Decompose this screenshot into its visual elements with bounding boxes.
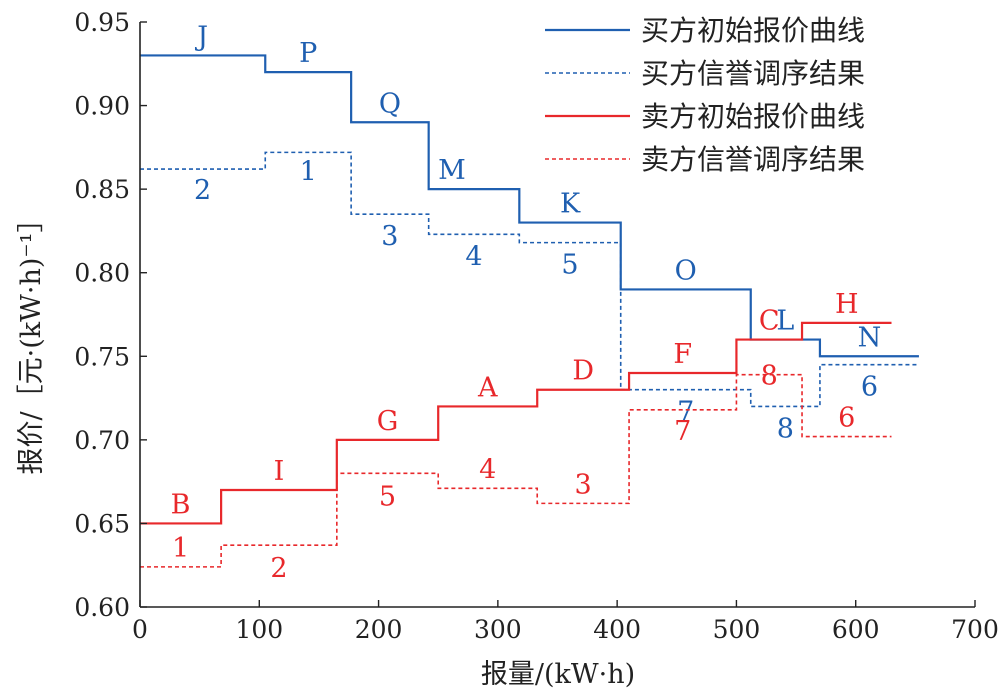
buyer-credit-label: 3	[381, 221, 398, 252]
buyer-initial-label: Q	[379, 88, 401, 119]
buyer-credit-label: 8	[777, 413, 794, 444]
seller-credit-label: 5	[379, 481, 396, 512]
seller-credit-label: 2	[270, 553, 287, 584]
seller-credit-label: 1	[172, 533, 189, 564]
axes: 0 100 200 300 400 500 600 700 0.60 0.65 0.70 0.75 0.…	[74, 8, 999, 644]
y-tick-label: 0.90	[74, 92, 130, 121]
seller-initial-label: I	[274, 456, 285, 487]
y-tick-label: 0.65	[74, 509, 130, 538]
plot-area: J P Q M K O L N 2 1 3 4 5 7 8 6B I G A D F C H 1 2 5 4 3 7 8 6	[140, 21, 919, 584]
y-tick-label: 0.75	[74, 342, 130, 371]
x-tick-label: 100	[235, 615, 283, 644]
x-tick-label: 0	[132, 615, 148, 644]
legend-label: 买方初始报价曲线	[641, 14, 865, 47]
seller-initial-label: H	[835, 289, 859, 320]
x-tick-label: 300	[474, 615, 522, 644]
seller-credit-line	[140, 373, 892, 568]
seller-initial-label: B	[171, 489, 191, 520]
buyer-credit-label: 2	[194, 175, 211, 206]
x-tick-label: 400	[593, 615, 641, 644]
buyer-initial-label: J	[194, 21, 208, 52]
buyer-credit-label: 4	[465, 241, 482, 272]
x-tick-label: 500	[713, 615, 761, 644]
y-axis-label: 报价/［元·(kW·h)⁻¹］	[16, 206, 47, 475]
seller-credit-label: 4	[479, 454, 496, 485]
legend-label: 卖方初始报价曲线	[641, 100, 865, 133]
y-tick-label: 0.70	[74, 426, 130, 455]
buyer-credit-label: 5	[561, 250, 578, 281]
buyer-initial-label: K	[560, 189, 581, 220]
seller-initial-label: G	[377, 406, 399, 437]
legend-label: 卖方信誉调序结果	[641, 143, 865, 176]
x-tick-label: 200	[355, 615, 403, 644]
seller-credit-label: 3	[575, 469, 592, 500]
x-axis-label: 报量/(kW·h)	[481, 659, 635, 690]
y-tick-label: 0.80	[74, 259, 130, 288]
legend-label: 买方信誉调序结果	[641, 57, 865, 90]
x-tick-label: 700	[951, 615, 999, 644]
seller-credit-label: 8	[761, 361, 778, 392]
seller-initial-label: C	[759, 306, 780, 337]
y-tick-label: 0.95	[74, 8, 130, 37]
buyer-credit-line	[140, 151, 919, 408]
buyer-initial-label: M	[438, 155, 466, 186]
buyer-credit-label: 6	[861, 372, 878, 403]
y-tick-label: 0.60	[74, 593, 130, 622]
seller-initial-label: D	[572, 356, 594, 387]
seller-initial-label: A	[477, 372, 498, 403]
buyer-initial-label: P	[299, 38, 317, 69]
buyer-credit-label: 1	[300, 156, 317, 187]
buyer-initial-label: O	[675, 255, 697, 286]
buyer-initial-label: N	[858, 322, 882, 353]
x-tick-label: 600	[832, 615, 880, 644]
buyer-credit-label: 7	[677, 397, 694, 428]
buyer-initial-label: L	[776, 306, 794, 337]
seller-credit-label: 7	[674, 416, 691, 447]
seller-initial-line	[140, 321, 892, 525]
y-tick-label: 0.85	[74, 175, 130, 204]
seller-credit-label: 6	[838, 403, 855, 434]
seller-initial-label: F	[673, 339, 692, 370]
